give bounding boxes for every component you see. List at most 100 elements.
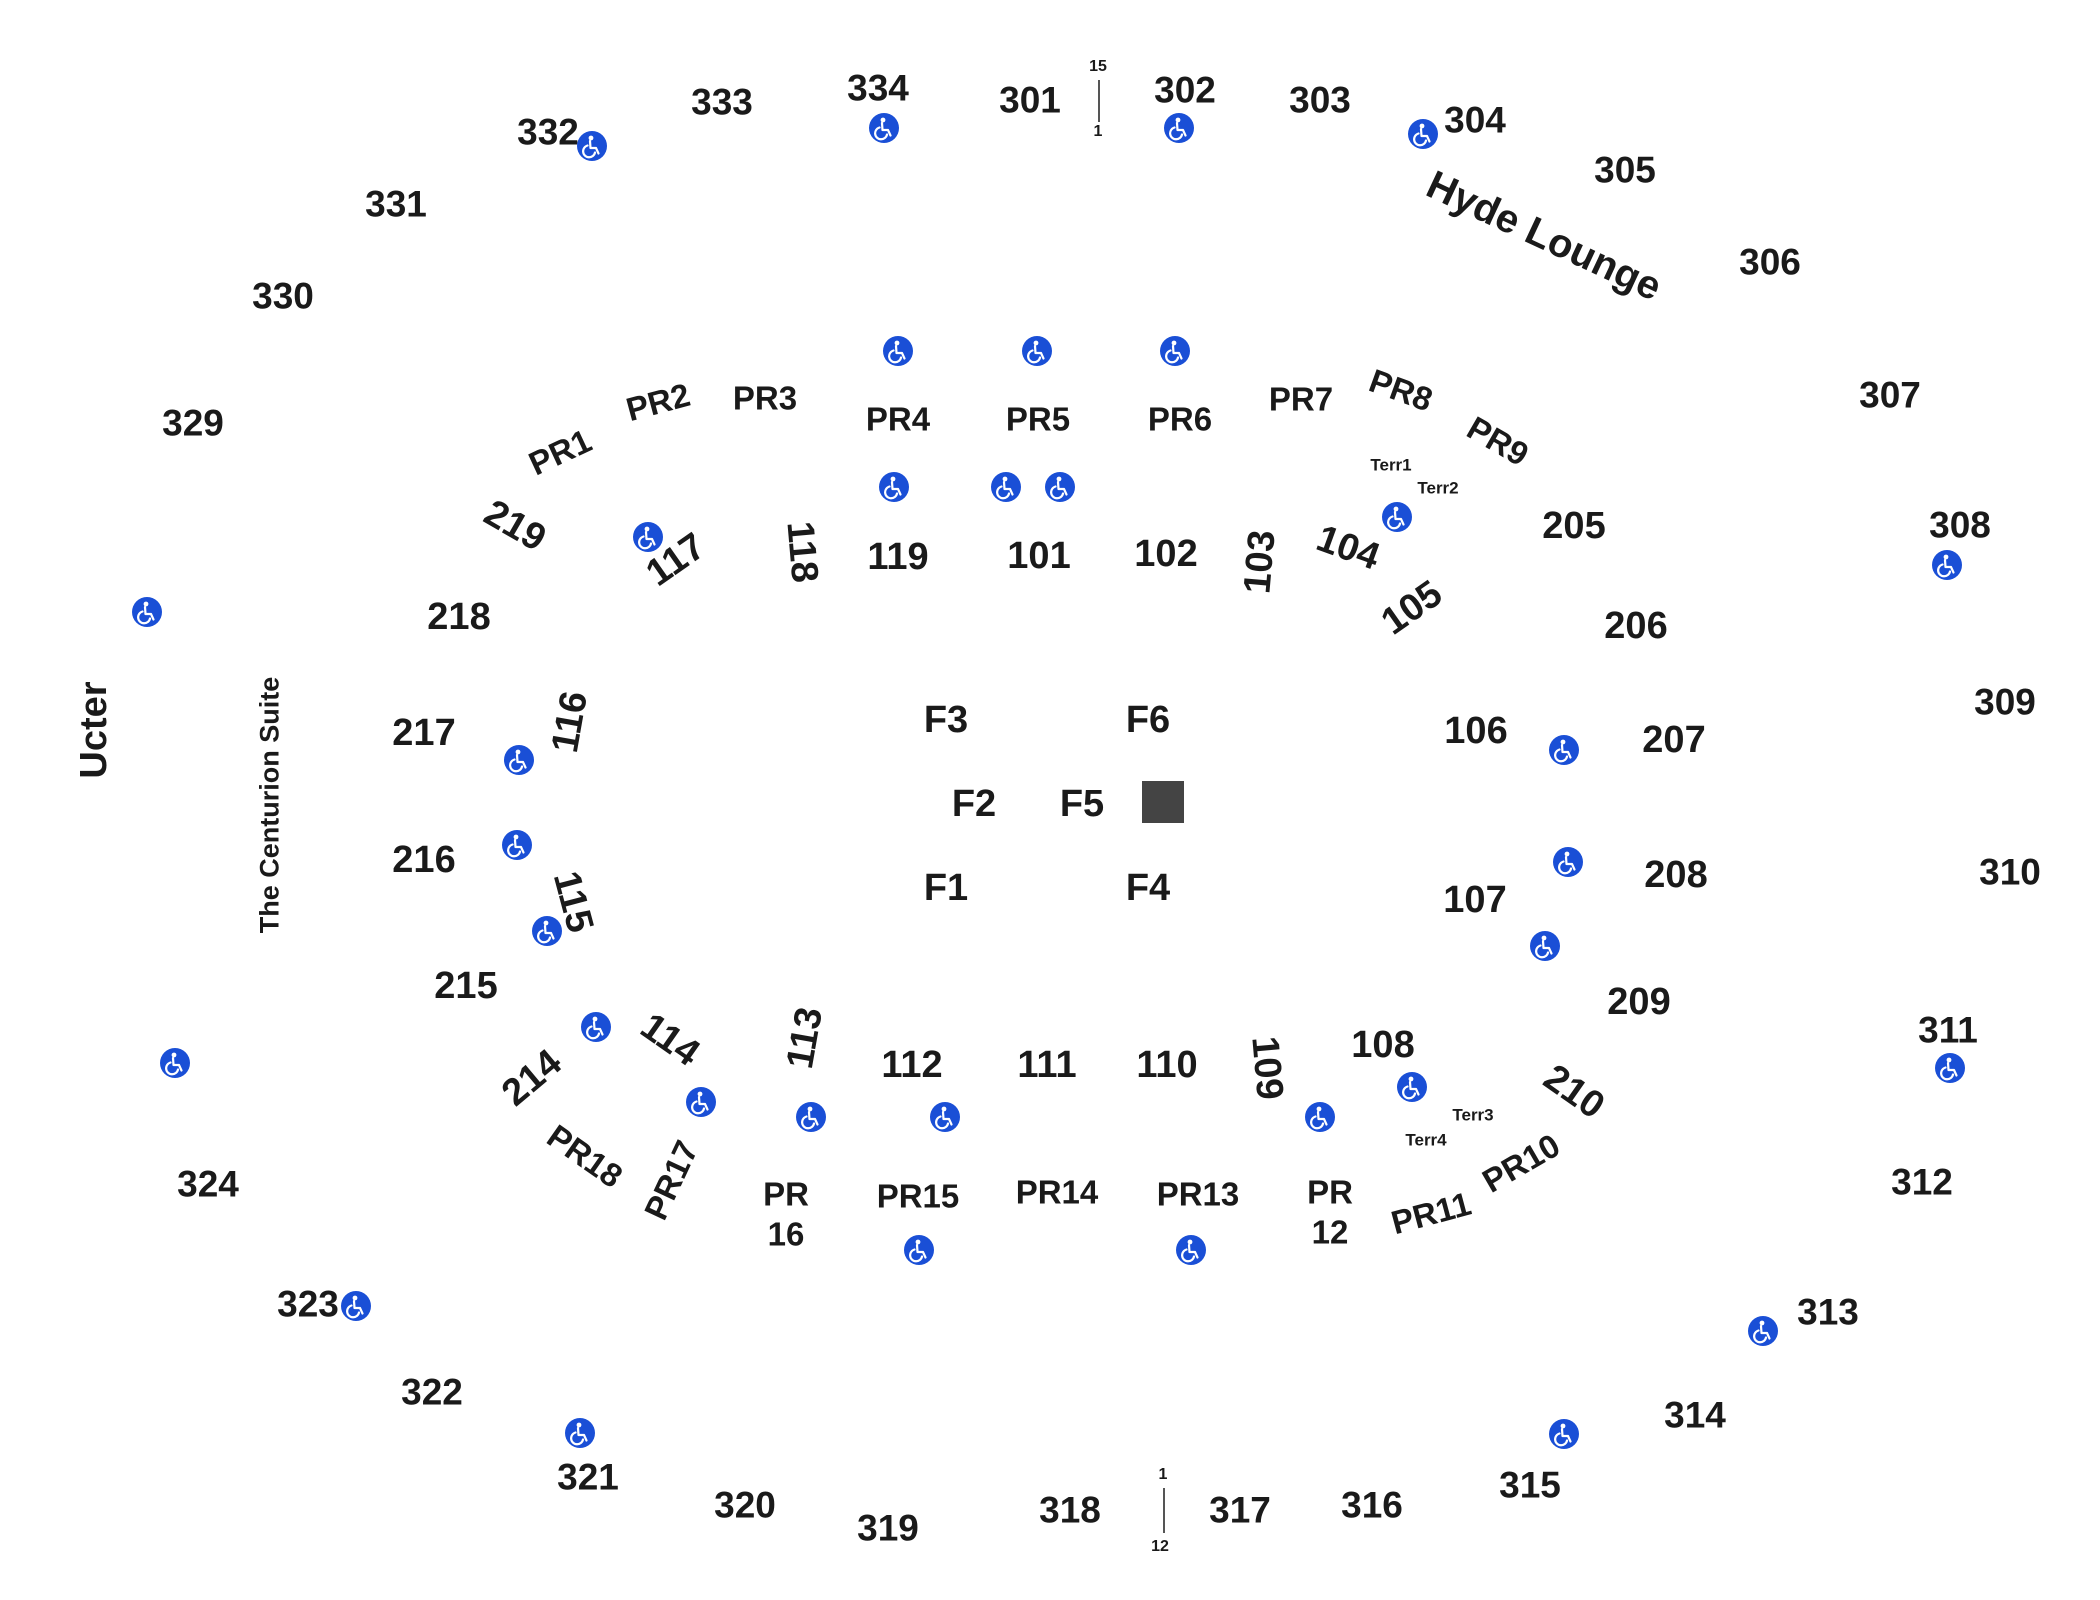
terrace-terr4[interactable]: Terr4 [1405,1130,1447,1150]
wheelchair-icon[interactable] [131,596,163,628]
premium-pr14[interactable]: PR14 [1015,1173,1099,1211]
section-323[interactable]: 323 [277,1283,339,1325]
section-305[interactable]: 305 [1594,149,1656,191]
wheelchair-icon[interactable] [882,335,914,367]
premium-pr3[interactable]: PR3 [732,379,798,417]
section-329[interactable]: 329 [162,402,224,444]
wheelchair-icon[interactable] [503,744,535,776]
terrace-terr3[interactable]: Terr3 [1452,1105,1494,1125]
floor-f2[interactable]: F2 [951,783,997,825]
wheelchair-icon[interactable] [340,1290,372,1322]
section-332[interactable]: 332 [517,111,579,153]
floor-f4[interactable]: F4 [1125,867,1171,909]
wheelchair-icon[interactable] [564,1417,596,1449]
premium-pr2[interactable]: PR2 [622,375,694,429]
wheelchair-icon[interactable] [1163,112,1195,144]
section-304[interactable]: 304 [1444,99,1506,141]
premium-pr17[interactable]: PR17 [636,1134,706,1226]
wheelchair-icon[interactable] [576,130,608,162]
premium-pr8[interactable]: PR8 [1364,361,1438,419]
section-206[interactable]: 206 [1604,605,1668,647]
section-315[interactable]: 315 [1499,1464,1561,1506]
wheelchair-icon[interactable] [795,1101,827,1133]
section-219[interactable]: 219 [477,491,553,561]
section-209[interactable]: 209 [1607,981,1671,1023]
section-207[interactable]: 207 [1642,719,1706,761]
wheelchair-icon[interactable] [159,1047,191,1079]
section-309[interactable]: 309 [1974,681,2036,723]
section-306[interactable]: 306 [1739,241,1801,283]
section-118[interactable]: 118 [778,519,826,585]
section-119[interactable]: 119 [867,536,929,578]
section-313[interactable]: 313 [1797,1291,1859,1333]
wheelchair-icon[interactable] [878,471,910,503]
wheelchair-icon[interactable] [990,471,1022,503]
section-331[interactable]: 331 [365,183,427,225]
premium-pr13[interactable]: PR13 [1156,1175,1240,1213]
section-101[interactable]: 101 [1007,535,1071,577]
section-320[interactable]: 320 [714,1484,776,1526]
centurion-suite-label[interactable]: The Centurion Suite [254,676,285,934]
section-317[interactable]: 317 [1209,1489,1271,1531]
section-116[interactable]: 116 [543,688,597,756]
premium-pr7[interactable]: PR7 [1268,380,1334,418]
wheelchair-icon[interactable] [531,915,563,947]
wheelchair-icon[interactable] [685,1086,717,1118]
section-114[interactable]: 114 [632,1005,708,1075]
premium-pr9[interactable]: PR9 [1460,408,1536,474]
section-218[interactable]: 218 [427,596,491,638]
premium-pr4[interactable]: PR4 [865,400,931,438]
wheelchair-icon[interactable] [929,1101,961,1133]
section-312[interactable]: 312 [1891,1161,1953,1203]
section-217[interactable]: 217 [392,712,456,754]
wheelchair-icon[interactable] [1381,501,1413,533]
wheelchair-icon[interactable] [868,112,900,144]
wheelchair-icon[interactable] [501,829,533,861]
section-210[interactable]: 210 [1535,1056,1613,1128]
wheelchair-icon[interactable] [1044,471,1076,503]
wheelchair-icon[interactable] [1552,846,1584,878]
section-111[interactable]: 111 [1017,1044,1077,1086]
section-301[interactable]: 301 [999,79,1061,121]
floor-f3[interactable]: F3 [923,699,969,741]
premium-pr10[interactable]: PR10 [1475,1126,1567,1200]
terrace-terr2[interactable]: Terr2 [1417,478,1459,498]
wheelchair-icon[interactable] [632,521,664,553]
section-321[interactable]: 321 [557,1456,619,1498]
wheelchair-icon[interactable] [1175,1234,1207,1266]
section-310[interactable]: 310 [1979,851,2041,893]
section-319[interactable]: 319 [857,1507,919,1549]
section-105[interactable]: 105 [1373,572,1451,644]
section-108[interactable]: 108 [1351,1024,1415,1066]
section-110[interactable]: 110 [1136,1044,1198,1086]
floor-f1[interactable]: F1 [923,867,969,909]
section-303[interactable]: 303 [1289,79,1351,121]
wheelchair-icon[interactable] [1747,1315,1779,1347]
section-330[interactable]: 330 [252,275,314,317]
section-109[interactable]: 109 [1243,1034,1291,1102]
section-324[interactable]: 324 [177,1163,239,1205]
floor-f5[interactable]: F5 [1059,783,1105,825]
section-216[interactable]: 216 [392,839,456,881]
section-314[interactable]: 314 [1664,1394,1726,1436]
section-333[interactable]: 333 [691,81,753,123]
section-102[interactable]: 102 [1134,533,1198,575]
section-307[interactable]: 307 [1859,374,1921,416]
floor-f6[interactable]: F6 [1125,699,1171,741]
premium-pr18[interactable]: PR18 [540,1117,630,1195]
section-107[interactable]: 107 [1443,879,1507,921]
section-302[interactable]: 302 [1154,69,1216,111]
premium-pr1[interactable]: PR1 [523,421,597,483]
wheelchair-icon[interactable] [903,1234,935,1266]
wheelchair-icon[interactable] [1934,1052,1966,1084]
premium-pr5[interactable]: PR5 [1005,400,1071,438]
section-311[interactable]: 311 [1918,1009,1978,1051]
wheelchair-icon[interactable] [580,1011,612,1043]
section-103[interactable]: 103 [1236,528,1284,596]
section-322[interactable]: 322 [401,1371,463,1413]
wheelchair-icon[interactable] [1529,930,1561,962]
section-318[interactable]: 318 [1039,1489,1101,1531]
section-205[interactable]: 205 [1542,505,1606,547]
premium-pr6[interactable]: PR6 [1147,400,1213,438]
